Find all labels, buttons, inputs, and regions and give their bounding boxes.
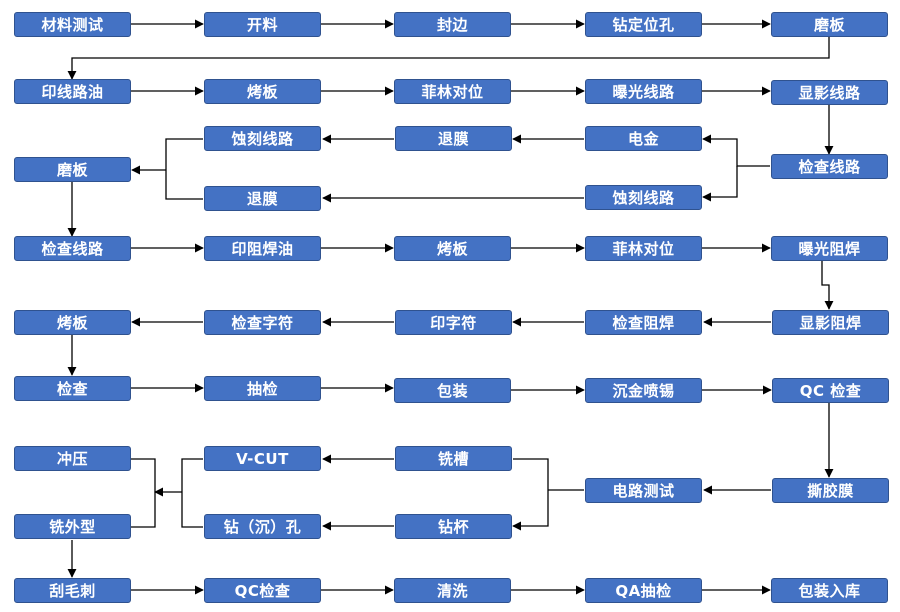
arrow-baoguang-xianyingzuhan	[821, 261, 834, 310]
step-yin-zifu: 印字符	[395, 310, 512, 335]
arrow-jiancha-dianjin	[702, 134, 770, 167]
step-shike-xianlu-2: 蚀刻线路	[585, 185, 702, 210]
step-sijiaomo: 撕胶膜	[772, 478, 889, 503]
step-baozhuang: 包装	[394, 378, 511, 403]
step-qingxi: 清洗	[394, 578, 511, 603]
step-choujian: 抽检	[204, 376, 321, 401]
step-yin-xianlu-you: 印线路油	[14, 79, 131, 104]
step-cailiao-ceshi: 材料测试	[14, 12, 131, 37]
step-xianying-zuhan: 显影阻焊	[772, 310, 889, 335]
step-yin-zuhan-you: 印阻焊油	[204, 236, 321, 261]
step-kaoban-3: 烤板	[14, 310, 131, 335]
step-jiancha-xianlu-2: 检查线路	[14, 236, 131, 261]
arrow-jiancha-shike2	[702, 166, 738, 202]
step-baozhuang-ruku: 包装入库	[771, 578, 888, 603]
step-baoguang-xianlu: 曝光线路	[585, 79, 702, 104]
step-qc-jiancha-2: QC检查	[204, 578, 321, 603]
step-xicao: 铣槽	[395, 446, 512, 471]
step-tuimo-1: 退膜	[395, 126, 512, 151]
arrow-dianlu-branch	[513, 458, 584, 526]
step-shike-xianlu-1: 蚀刻线路	[204, 126, 321, 151]
step-qc-jiancha-1: QC 检查	[772, 378, 889, 403]
step-kailiao: 开料	[204, 12, 321, 37]
step-jiancha-zifu: 检查字符	[204, 310, 321, 335]
step-tuimo-2: 退膜	[204, 186, 321, 211]
bracket-chongya-xiwaixing	[131, 458, 156, 528]
step-feilin-duiwei-2: 菲林对位	[585, 236, 702, 261]
step-kaoban-2: 烤板	[394, 236, 511, 261]
arrow-merge-left	[155, 458, 203, 528]
step-xianying-xianlu: 显影线路	[771, 80, 888, 105]
step-zuan-chen-kong: 钻（沉）孔	[204, 514, 321, 539]
step-moban-1: 磨板	[771, 12, 888, 37]
step-v-cut: V-CUT	[204, 446, 321, 471]
step-chongya: 冲压	[14, 446, 131, 471]
step-baoguang-zuhan: 曝光阻焊	[771, 236, 888, 261]
step-kaoban-1: 烤板	[204, 79, 321, 104]
step-fengbian: 封边	[394, 12, 511, 37]
step-dianlu-ceshi: 电路测试	[585, 478, 702, 503]
arrow-moban-yinxianlu	[67, 37, 830, 80]
step-qa-choujian: QA抽检	[585, 578, 702, 603]
step-xi-waixing: 铣外型	[14, 514, 131, 539]
step-zuan-dingwei-kong: 钻定位孔	[585, 12, 702, 37]
step-feilin-duiwei-1: 菲林对位	[394, 79, 511, 104]
step-dianjin: 电金	[585, 126, 702, 151]
step-zuanbei: 钻杯	[395, 514, 512, 539]
step-moban-2: 磨板	[14, 157, 131, 182]
step-jiancha-zuhan: 检查阻焊	[585, 310, 702, 335]
arrow-merge-moban2	[132, 138, 203, 200]
step-jiancha-xianlu-1: 检查线路	[771, 154, 888, 179]
step-gua-maoci: 刮毛刺	[14, 578, 131, 603]
step-jiancha: 检查	[14, 376, 131, 401]
step-chenjin-penxi: 沉金喷锡	[585, 378, 702, 403]
